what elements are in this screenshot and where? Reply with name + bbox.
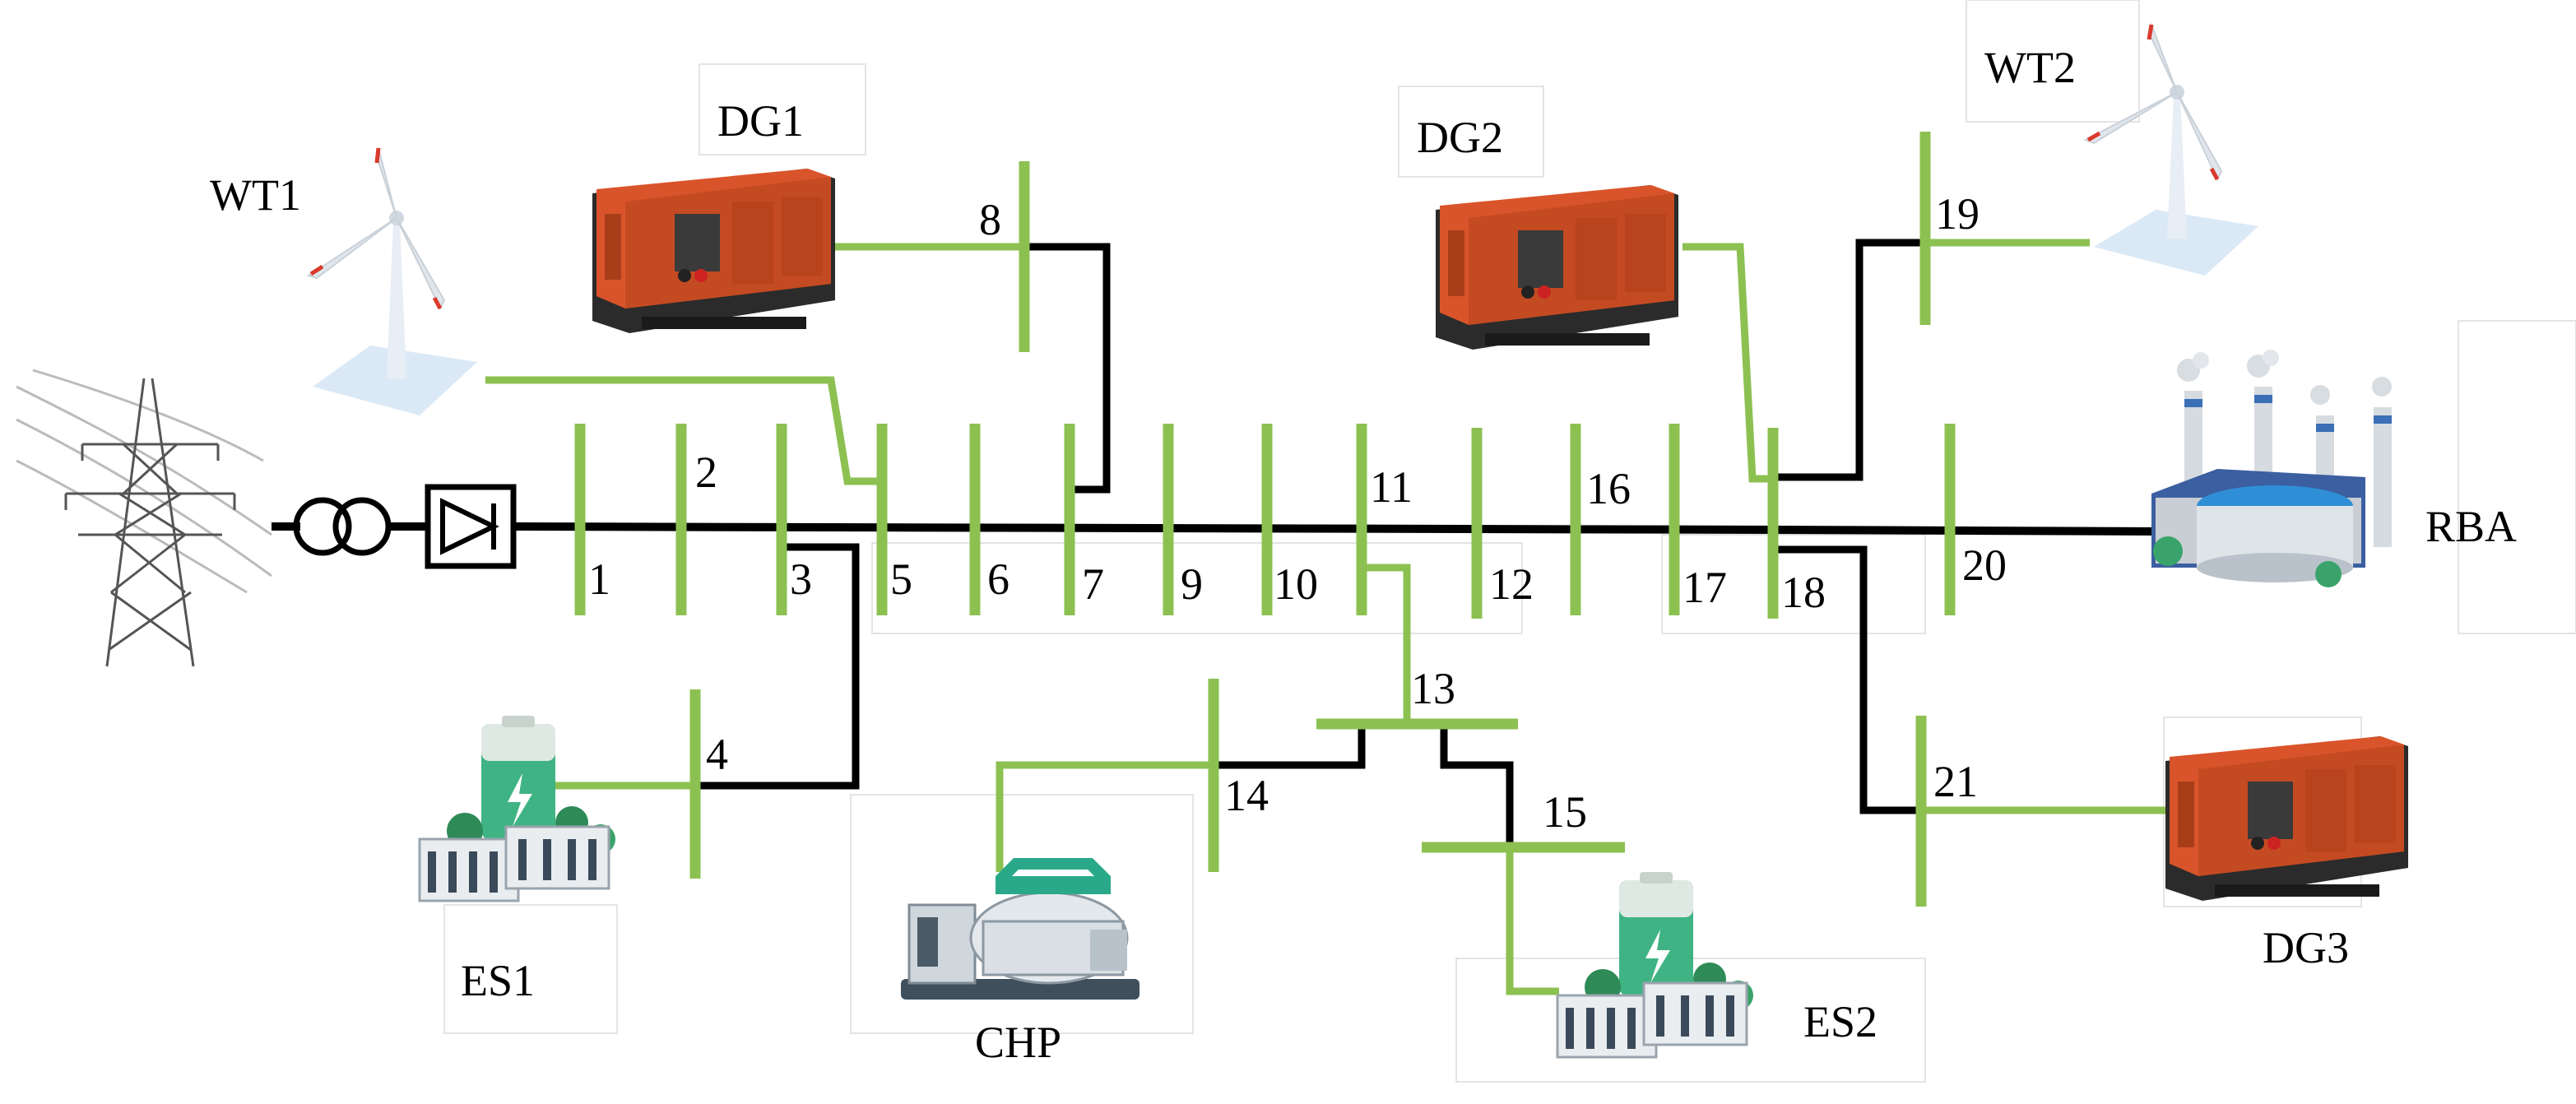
bus-label-13: 13 <box>1411 664 1455 713</box>
bus-label-10: 10 <box>1274 559 1318 609</box>
bus-label-19: 19 <box>1935 189 1980 239</box>
buses <box>574 132 1956 907</box>
converter-icon <box>425 484 517 569</box>
bus-label-4: 4 <box>706 730 728 779</box>
bus-label-15: 15 <box>1543 787 1587 837</box>
bus-label-8: 8 <box>979 195 1001 244</box>
label-es2: ES2 <box>1803 997 1877 1046</box>
factory-icon <box>2151 350 2392 587</box>
label-chp: CHP <box>975 1018 1061 1067</box>
component-labels: WT1 DG1 DG2 WT2 RBA DG3 ES1 CHP ES2 <box>210 43 2517 1067</box>
bus-label-1: 1 <box>588 554 610 604</box>
battery-storage-icon <box>1556 872 1753 1059</box>
wind-turbine-icon <box>306 147 477 415</box>
label-es1: ES1 <box>461 956 535 1005</box>
label-dg2: DG2 <box>1417 113 1503 162</box>
bus-label-17: 17 <box>1683 563 1727 612</box>
bus-label-21: 21 <box>1933 757 1978 806</box>
label-wt2: WT2 <box>1984 43 2076 92</box>
bus-label-20: 20 <box>1962 540 2007 590</box>
diesel-generator-icon <box>2165 736 2408 901</box>
bus-label-2: 2 <box>695 448 717 497</box>
bus-label-18: 18 <box>1781 568 1826 617</box>
branch-lines <box>695 239 1925 847</box>
label-rba: RBA <box>2425 502 2517 551</box>
chp-plant-icon <box>901 858 1139 1000</box>
bus-label-12: 12 <box>1489 559 1534 609</box>
bus-label-14: 14 <box>1224 771 1269 820</box>
label-dg3: DG3 <box>2263 923 2349 972</box>
bus-label-3: 3 <box>790 554 812 604</box>
bus-label-11: 11 <box>1370 462 1413 512</box>
bus-label-5: 5 <box>890 554 912 604</box>
transmission-tower-icon <box>16 369 272 667</box>
bus-label-7: 7 <box>1082 559 1104 609</box>
bus-label-16: 16 <box>1586 464 1631 513</box>
battery-storage-icon <box>418 716 615 902</box>
diesel-generator-icon <box>592 169 835 333</box>
bus-labels: 1 2 3 4 5 6 7 8 9 10 11 12 13 14 15 16 1… <box>588 189 2007 837</box>
green-connections <box>485 239 2172 995</box>
main-feeder <box>513 522 2156 536</box>
wind-turbine-icon <box>2083 21 2258 276</box>
bus-label-6: 6 <box>987 554 1010 604</box>
label-wt1: WT1 <box>210 170 301 220</box>
bus-label-9: 9 <box>1181 559 1203 609</box>
label-dg1: DG1 <box>717 96 804 146</box>
diesel-generator-icon <box>1436 185 1678 350</box>
transformer-icon <box>272 497 428 556</box>
